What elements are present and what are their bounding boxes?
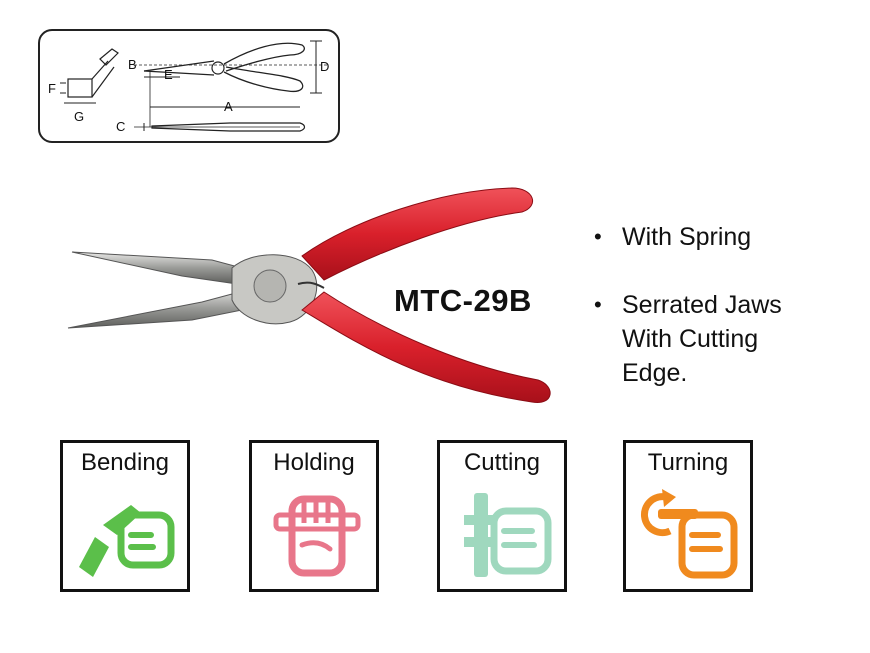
- dim-label-b: B: [128, 57, 137, 72]
- bullet-icon: •: [594, 292, 602, 317]
- dimension-diagram: B E D A C F G: [38, 29, 340, 143]
- turning-hand-icon: [641, 489, 738, 579]
- feature-text: Serrated Jaws With Cutting Edge.: [622, 291, 782, 387]
- dim-label-c: C: [116, 119, 126, 134]
- use-card-turning: Turning: [623, 440, 753, 592]
- use-card-label: Turning: [647, 449, 729, 476]
- feature-text: With Spring: [622, 223, 752, 251]
- use-card-label: Holding: [273, 449, 355, 476]
- bullet-icon: •: [594, 224, 602, 249]
- cutting-hand-icon: [464, 493, 552, 577]
- holding-fist-icon: [273, 495, 361, 577]
- pliers-dimension-drawing: [60, 40, 328, 132]
- pliers-image: [62, 180, 562, 420]
- dim-label-f: F: [48, 81, 56, 96]
- use-card-cutting: Cutting: [437, 440, 567, 592]
- dim-label-d: D: [320, 59, 330, 74]
- dim-label-e: E: [164, 67, 173, 82]
- use-card-label: Cutting: [463, 449, 541, 476]
- use-card-bending: Bending: [60, 440, 190, 592]
- use-card-label: Bending: [80, 449, 170, 476]
- model-number: MTC-29B: [394, 283, 532, 318]
- bending-hand-icon: [79, 505, 175, 577]
- dim-label-a: A: [224, 99, 233, 114]
- dim-label-g: G: [74, 109, 85, 124]
- use-card-holding: Holding: [249, 440, 379, 592]
